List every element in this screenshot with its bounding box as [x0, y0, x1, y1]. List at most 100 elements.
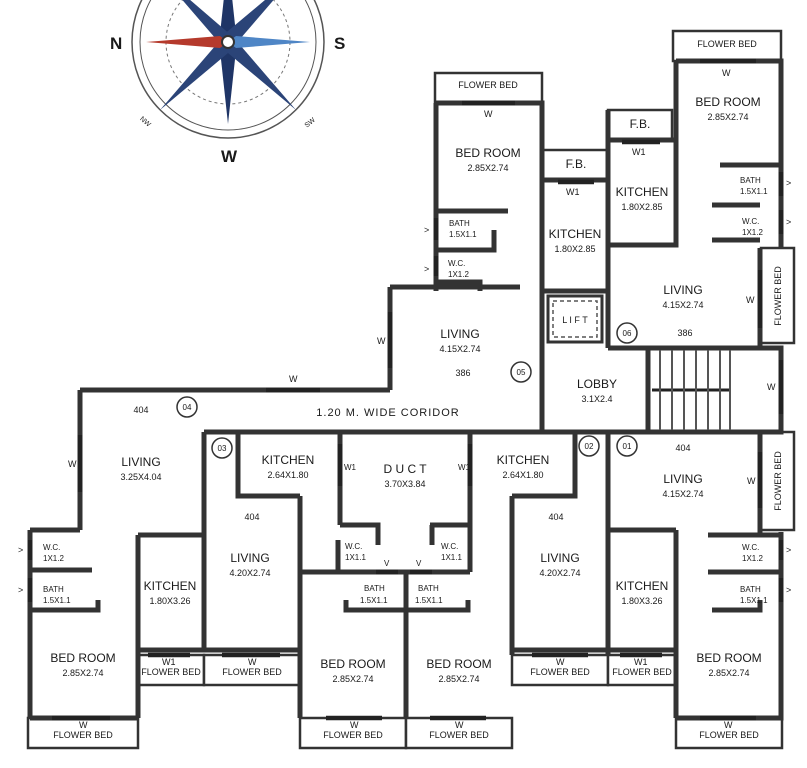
unit-03-badge [211, 437, 233, 459]
compass-diag-1 [182, 0, 232, 46]
window-mark: W [484, 109, 493, 119]
unit-06-living-label: LIVING [663, 283, 702, 297]
unit-01-kitchen-label: KITCHEN [616, 579, 669, 593]
walls [27, 58, 784, 721]
flower-bed-01-side-label: FLOWER BED [773, 451, 783, 511]
unit-06-living-dim: 386 [677, 328, 692, 338]
ventilator-mark: V [384, 559, 390, 568]
unit-05: BED ROOM 2.85X2.74 BATH 1.5X1.1 W.C. 1X1… [439, 146, 602, 383]
unit-03-number: 03 [218, 444, 227, 453]
unit-05-number: 05 [517, 368, 526, 377]
unit-04-bath-size: 1.5X1.1 [43, 596, 71, 605]
unit-02-living-label: LIVING [540, 551, 579, 565]
compass-point-bottom [220, 42, 236, 124]
flower-bed-04-kitchen [136, 653, 206, 687]
window-mark: W [79, 720, 88, 730]
unit-06-bath-size: 1.5X1.1 [740, 187, 768, 196]
flower-bed-02-bottom [404, 716, 514, 750]
unit-03-living-label: LIVING [230, 551, 269, 565]
unit-04-badge [176, 396, 198, 418]
unit-05-badge [510, 361, 532, 383]
unit-04-wc-label: W.C. [43, 543, 60, 552]
unit-04-wc-size: 1X1.2 [43, 554, 64, 563]
unit-05-bath-label: BATH [449, 219, 470, 228]
unit-05-kitchen-label: KITCHEN [549, 227, 602, 241]
window-mark: W [248, 657, 257, 667]
unit-01-kitchen-size: 1.80X3.26 [621, 596, 662, 606]
window-mark: W1 [632, 147, 646, 157]
unit-01-bedroom-label: BED ROOM [696, 651, 761, 665]
unit-04-kitchen-size: 1.80X3.26 [149, 596, 190, 606]
unit-06-bath-label: BATH [740, 176, 761, 185]
window-mark: W1 [566, 187, 580, 197]
unit-04-number: 04 [183, 403, 192, 412]
unit-05-bedroom-label: BED ROOM [455, 146, 520, 160]
unit-06-kitchen-size: 1.80X2.85 [621, 202, 662, 212]
unit-06-wc-label: W.C. [742, 217, 759, 226]
unit-02-badge [578, 435, 600, 457]
unit-02-bath-label: BATH [418, 584, 439, 593]
unit-03-wc-label: W.C. [345, 542, 362, 551]
ventilator-mark: > [424, 264, 429, 274]
flower-bed-06-side [759, 246, 796, 345]
unit-02-bath-size: 1.5X1.1 [415, 596, 443, 605]
unit-05-living-size: 4.15X2.74 [439, 344, 480, 354]
unit-03-kitchen-label: KITCHEN [262, 453, 315, 467]
ventilator-mark: > [18, 585, 23, 595]
unit-05-living-dim: 386 [455, 368, 470, 378]
unit-02-kitchen-size: 2.64X1.80 [502, 470, 543, 480]
flower-bed-03-living-label: FLOWER BED [222, 667, 282, 677]
unit-05-living-label: LIVING [440, 327, 479, 341]
window-mark: W [68, 459, 77, 469]
flower-bed-04-bottom [26, 716, 140, 750]
unit-04: 404 04 LIVING 3.25X4.04 W.C. 1X1.2 BATH … [43, 396, 198, 678]
unit-02-number: 02 [585, 442, 594, 451]
unit-01-wc-size: 1X1.2 [742, 554, 763, 563]
compass-needle-south [228, 36, 310, 48]
window-mark: W [722, 68, 731, 78]
unit-02-kitchen-label: KITCHEN [497, 453, 550, 467]
unit-04-kitchen-label: KITCHEN [144, 579, 197, 593]
window-marks: W W W1 W1 W W W W W W W1 W1 W W1 W W W W… [18, 68, 791, 730]
unit-04-bath-label: BATH [43, 585, 64, 594]
compass-diag-3 [160, 38, 234, 110]
unit-05-bedroom-size: 2.85X2.74 [467, 163, 508, 173]
unit-04-bedroom-label: BED ROOM [50, 651, 115, 665]
unit-01-living-label: LIVING [663, 472, 702, 486]
window-mark: W [746, 295, 755, 305]
unit-03-wc-size: 1X1.1 [345, 553, 366, 562]
unit-06-number: 06 [623, 329, 632, 338]
compass-center [221, 35, 235, 49]
unit-05-bath-size: 1.5X1.1 [449, 230, 477, 239]
unit-05-wc-label: W.C. [448, 259, 465, 268]
fb-05-kitchen-label: F.B. [566, 157, 587, 171]
compass-needle-north [146, 36, 228, 48]
unit-03-kitchen-size: 2.64X1.80 [267, 470, 308, 480]
unit-02-bedroom-size: 2.85X2.74 [438, 674, 479, 684]
unit-03-bedroom-size: 2.85X2.74 [332, 674, 373, 684]
window-mark: W1 [162, 657, 176, 667]
ventilator-mark: > [786, 585, 791, 595]
unit-03-living-dim: 404 [244, 512, 259, 522]
unit-01-number: 01 [623, 442, 632, 451]
unit-01-living-size: 4.15X2.74 [662, 489, 703, 499]
compass-inner-ring [139, 0, 317, 131]
duct-label: D U C T [383, 462, 427, 476]
unit-01-bath-size: 1.5X1.1 [740, 596, 768, 605]
ventilator-mark: > [424, 225, 429, 235]
ventilator-mark: > [18, 545, 23, 555]
unit-06-wc-size: 1X1.2 [742, 228, 763, 237]
unit-02-living-dim: 404 [548, 512, 563, 522]
window-mark: W [767, 382, 776, 392]
lobby-label: LOBBY [577, 377, 617, 391]
window-mark: W [289, 374, 298, 384]
compass-rose: N S W NW SW [110, 0, 345, 166]
flower-bed-02-bottom-label: FLOWER BED [429, 730, 489, 740]
flower-bed-02-living-label: FLOWER BED [530, 667, 590, 677]
window-mark: W1 [634, 657, 648, 667]
unit-04-bedroom-size: 2.85X2.74 [62, 668, 103, 678]
unit-03-bath-label: BATH [364, 584, 385, 593]
lift-label: L I F T [562, 315, 588, 325]
flower-bed-04-bottom-label: FLOWER BED [53, 730, 113, 740]
unit-01-living-dim: 404 [675, 443, 690, 453]
